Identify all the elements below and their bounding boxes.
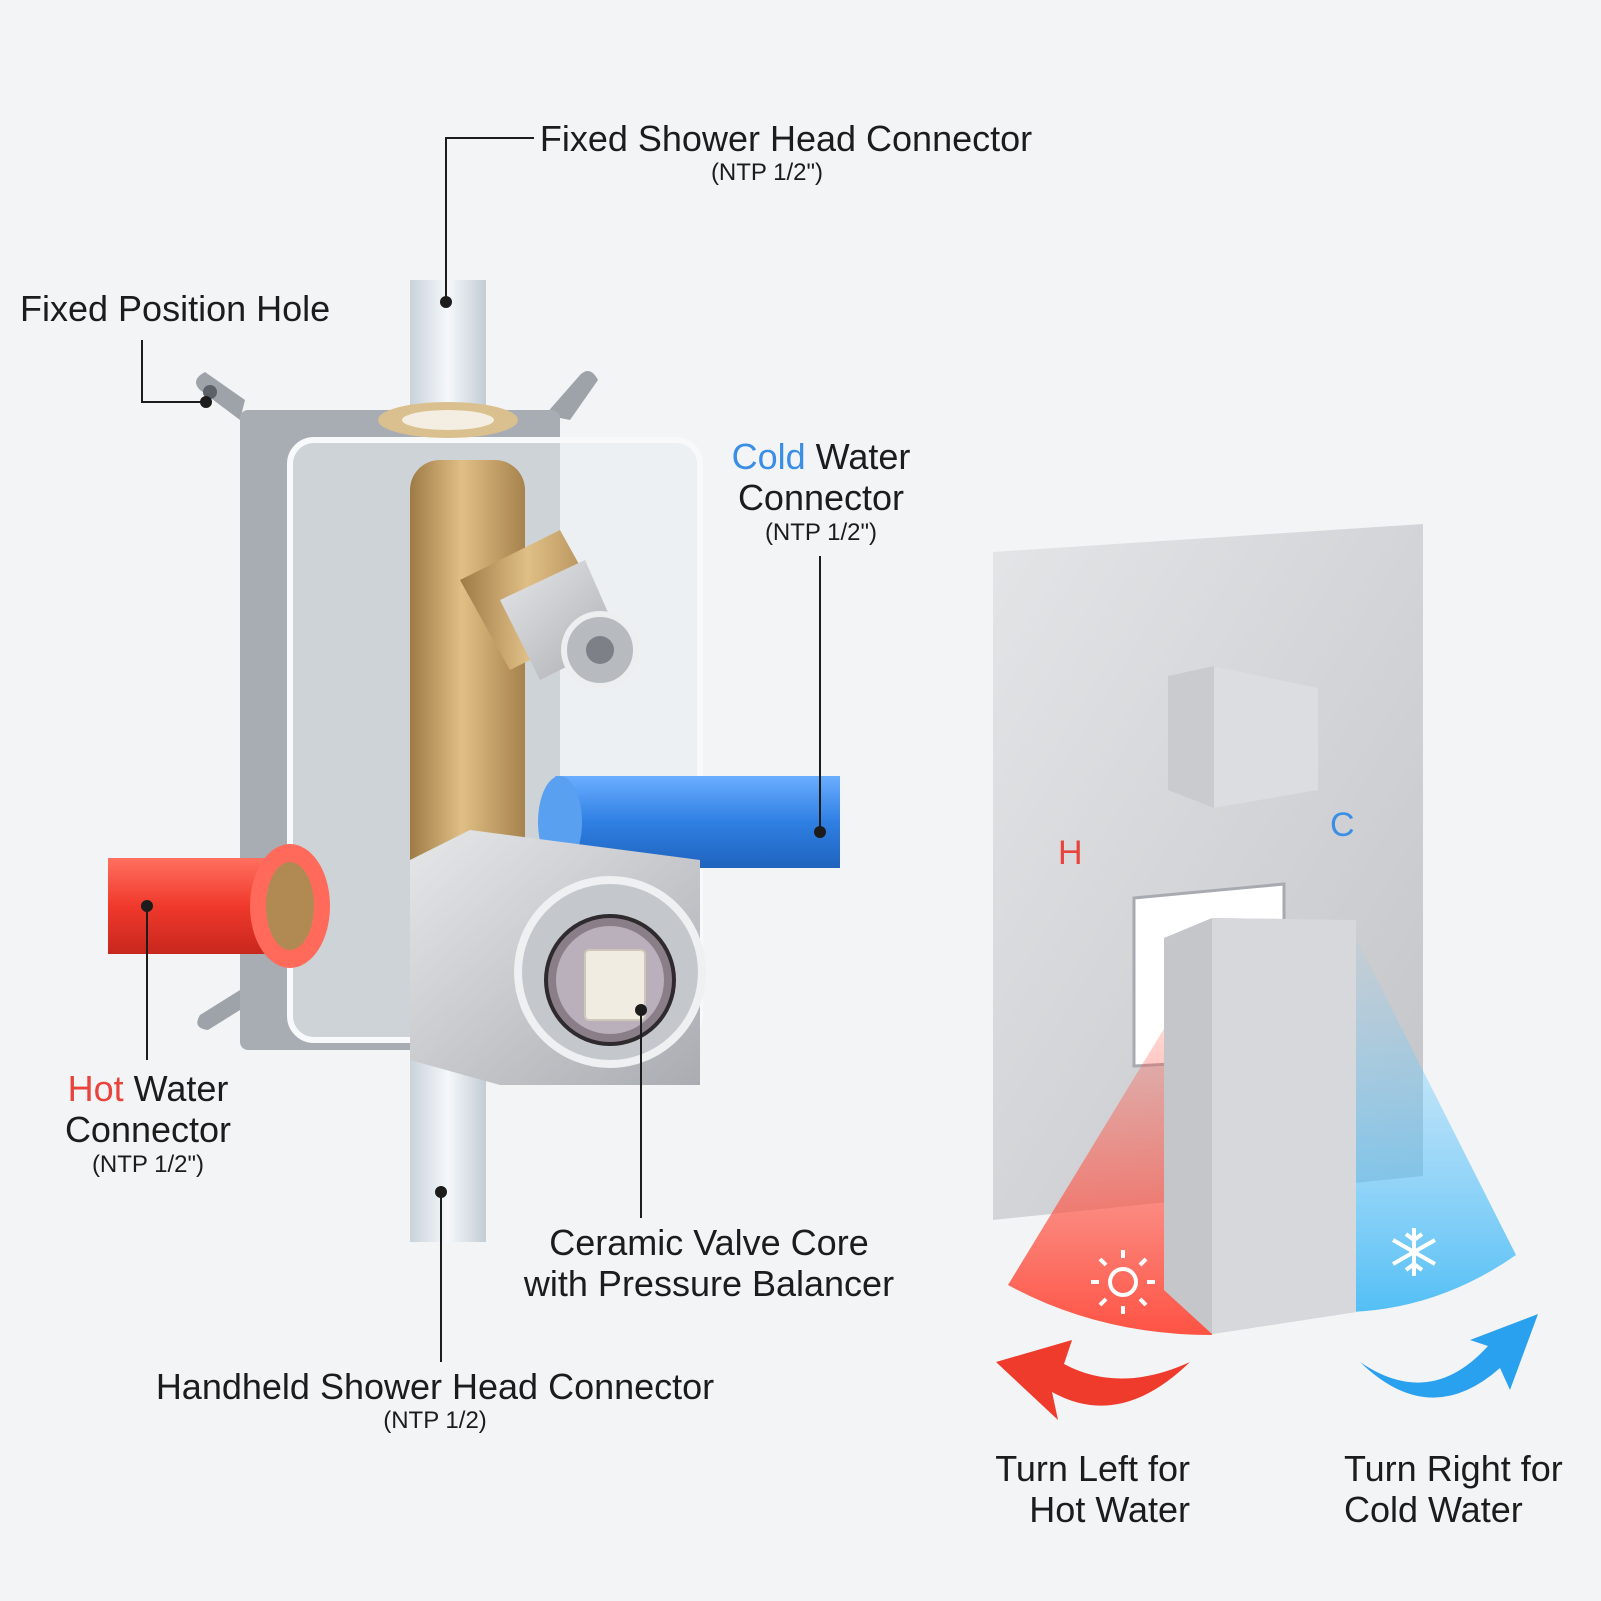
cold-connector-line2: Connector xyxy=(737,477,905,519)
hot-zone xyxy=(1008,950,1212,1335)
leader-dots xyxy=(141,296,826,1198)
arrow-right-icon xyxy=(1360,1314,1538,1398)
hot-word: Hot xyxy=(67,1068,124,1109)
fixed-position-hole-label: Fixed Position Hole xyxy=(20,288,360,329)
cold-zone xyxy=(1352,930,1516,1312)
turn-right-line1: Turn Right for xyxy=(1344,1448,1563,1489)
mounting-ears xyxy=(196,371,598,1030)
handheld-head-spec: (NTP 1/2) xyxy=(383,1407,487,1435)
arrow-left-icon xyxy=(996,1340,1190,1420)
handheld-head-title: Handheld Shower Head Connector xyxy=(155,1366,715,1407)
plate-h-letter: H xyxy=(1058,834,1083,872)
sun-icon xyxy=(1091,1250,1155,1314)
fixed-head-spec: (NTP 1/2") xyxy=(710,159,824,187)
plate-c-letter: C xyxy=(1330,806,1355,844)
turn-left-line2: Hot Water xyxy=(1029,1489,1190,1531)
hot-connector-line2: Connector xyxy=(64,1109,232,1151)
snowflake-icon xyxy=(1392,1228,1436,1276)
fixed-head-title: Fixed Shower Head Connector xyxy=(539,118,1033,159)
turn-right-label: Turn Right for Cold Water xyxy=(1344,1448,1584,1531)
cold-word: Cold xyxy=(731,436,806,477)
valve-core-label: Ceramic Valve Core with Pressure Balance… xyxy=(504,1222,914,1305)
hot-connector-spec: (NTP 1/2") xyxy=(91,1150,205,1178)
fixed-shower-head-label: Fixed Shower Head Connector (NTP 1/2") xyxy=(526,118,1046,187)
cold-connector-spec: (NTP 1/2") xyxy=(764,518,878,546)
turn-right-line2: Cold Water xyxy=(1344,1489,1523,1531)
bottom-pipe xyxy=(410,1060,486,1242)
cold-connector-label: Cold Water Connector (NTP 1/2") xyxy=(710,436,932,546)
handheld-head-label: Handheld Shower Head Connector (NTP 1/2) xyxy=(140,1366,730,1435)
turn-left-label: Turn Left for Hot Water xyxy=(960,1448,1190,1531)
valve-core-line1: Ceramic Valve Core xyxy=(549,1222,869,1263)
hot-connector-label: Hot Water Connector (NTP 1/2") xyxy=(48,1068,248,1178)
leader-lines xyxy=(141,137,821,1362)
valve-core-line2: with Pressure Balancer xyxy=(523,1263,895,1305)
cold-water-word: Water xyxy=(805,436,911,477)
fixed-hole-title: Fixed Position Hole xyxy=(20,288,331,329)
hot-water-word: Water xyxy=(123,1068,229,1109)
turn-left-line1: Turn Left for xyxy=(995,1448,1190,1489)
ceramic-core-stem xyxy=(584,949,646,1021)
